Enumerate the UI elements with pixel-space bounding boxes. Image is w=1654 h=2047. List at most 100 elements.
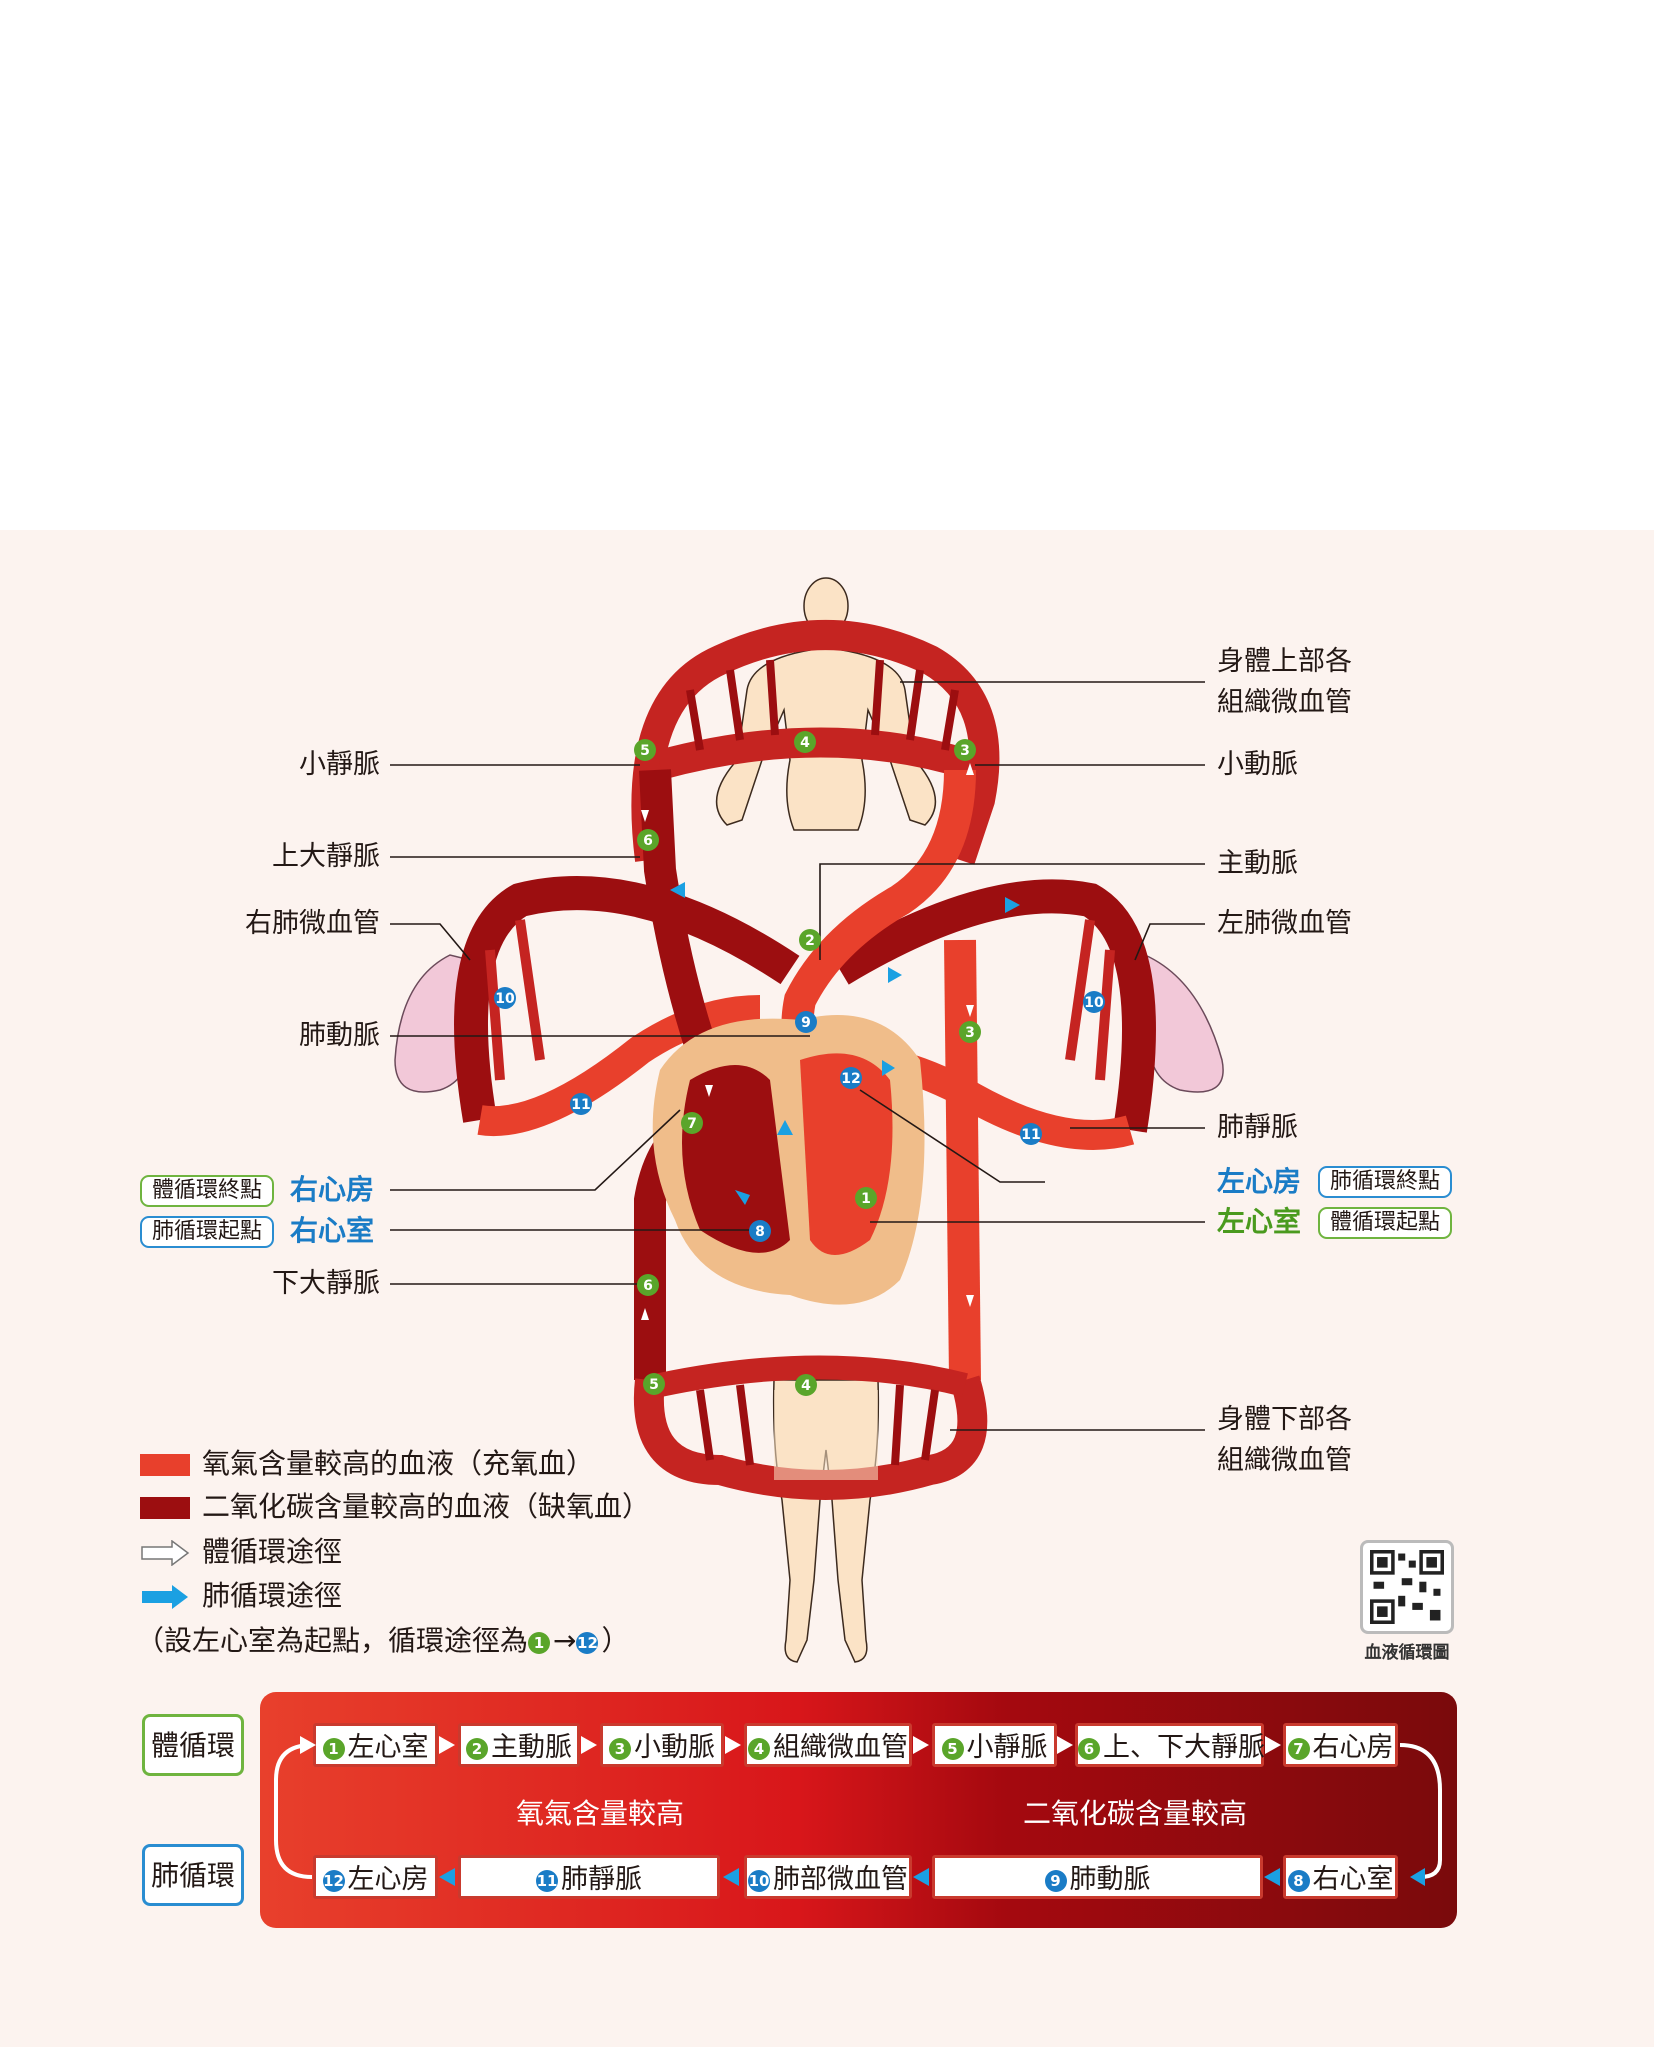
marker-2: 2 (799, 929, 821, 951)
svg-text:4: 4 (801, 1378, 811, 1394)
svg-text:8: 8 (755, 1224, 765, 1240)
step-number-icon: 9 (1044, 1870, 1067, 1892)
flow-arrow-icon (439, 1736, 455, 1754)
label-upper-capillary-line2: 組織微血管 (1217, 687, 1352, 718)
systemic-circulation-label: 體循環 (142, 1714, 244, 1776)
marker-3-upper: 3 (954, 739, 976, 761)
marker-11-left: 11 (1020, 1123, 1042, 1145)
step-number-icon: 2 (466, 1738, 488, 1760)
svg-text:7: 7 (687, 1116, 697, 1132)
step-label: 小靜脈 (966, 1732, 1048, 1763)
legend-oxygen-rich: 氧氣含量較高的血液（充氧血） (140, 1447, 594, 1481)
swatch-oxygen-rich (140, 1454, 190, 1476)
left-lung (1144, 953, 1224, 1093)
svg-text:4: 4 (800, 735, 810, 751)
marker-11-right: 11 (570, 1093, 592, 1115)
blue-arrow-icon (142, 1585, 188, 1609)
marker-6-upper: 6 (637, 829, 659, 851)
step-label: 左心室 (347, 1732, 429, 1763)
marker-icon-1: 1 (528, 1632, 551, 1654)
pulmonary-arrows (670, 882, 1020, 1205)
svg-text:5: 5 (649, 1377, 659, 1393)
label-right-ventricle: 右心室 (290, 1214, 375, 1247)
leader-lines (390, 681, 1205, 1431)
tag-pulmonary-end: 肺循環終點 (1318, 1166, 1453, 1198)
flow-arrow-icon (723, 1868, 739, 1886)
qr-caption: 血液循環圖 (1364, 1643, 1450, 1663)
svg-text:2: 2 (805, 933, 815, 949)
flow-arrow-icon (1264, 1868, 1280, 1886)
step-number-icon: 11 (536, 1870, 558, 1892)
flow-arrow-icon (1264, 1736, 1281, 1754)
step-label: 右心房 (1312, 1732, 1394, 1763)
svg-text:11: 11 (1021, 1127, 1040, 1143)
label-pulmonary-artery: 肺動脈 (299, 1020, 380, 1051)
label-superior-vena-cava: 上大靜脈 (272, 841, 380, 872)
marker-10-right: 10 (494, 987, 516, 1009)
svg-text:6: 6 (643, 833, 653, 849)
marker-4-lower: 4 (795, 1374, 817, 1396)
svg-text:12: 12 (841, 1071, 860, 1087)
label-left-atrium: 左心房 (1217, 1165, 1302, 1198)
step-label: 左心房 (347, 1864, 429, 1895)
label-right-lung-capillary: 右肺微血管 (245, 908, 380, 939)
label-left-ventricle: 左心室 (1217, 1205, 1302, 1238)
marker-1: 1 (855, 1187, 877, 1209)
flow-arrow-icon (1057, 1736, 1073, 1754)
svg-text:10: 10 (495, 991, 515, 1007)
step-number-icon: 8 (1287, 1870, 1310, 1892)
systemic-arrows (641, 763, 974, 1320)
label-upper-capillary-line1: 身體上部各 (1217, 646, 1352, 677)
flow-arrow-icon (913, 1736, 929, 1754)
tag-pulmonary-start: 肺循環起點 (140, 1216, 275, 1248)
step-number-icon: 3 (609, 1738, 631, 1760)
label-pulmonary-vein: 肺靜脈 (1217, 1112, 1298, 1143)
legend-pulmonary-path: 肺循環途徑 (140, 1579, 342, 1613)
step-number-icon: 5 (941, 1738, 964, 1760)
svg-text:6: 6 (643, 1278, 653, 1294)
lower-body-overlay (774, 1390, 878, 1480)
step-markers: 5 4 3 6 2 10 10 9 3 12 11 11 7 1 8 6 5 4 (494, 731, 1105, 1396)
step-number-icon: 7 (1287, 1738, 1310, 1760)
marker-6-lower: 6 (637, 1274, 659, 1296)
label-small-artery: 小動脈 (1217, 749, 1298, 780)
flow-arrow-icon (725, 1736, 741, 1754)
qr-pattern-icon (1370, 1550, 1444, 1624)
white-arrow-icon (141, 1539, 190, 1567)
marker-8: 8 (749, 1220, 771, 1242)
pulmonary-circulation-label: 肺循環 (142, 1844, 244, 1906)
marker-5-upper: 5 (634, 739, 656, 761)
marker-3-lower: 3 (959, 1021, 981, 1043)
label-inferior-vena-cava: 下大靜脈 (272, 1268, 380, 1299)
label-aorta: 主動脈 (1217, 848, 1298, 879)
heart (652, 1015, 925, 1305)
svg-text:3: 3 (965, 1025, 975, 1041)
flow-arrow-icon (913, 1868, 929, 1886)
step-number-icon: 10 (748, 1870, 770, 1892)
qr-code[interactable] (1360, 1540, 1454, 1634)
flow-oxygen-high: 氧氣含量較高 (515, 1797, 684, 1830)
label-right-atrium: 右心房 (290, 1173, 375, 1206)
step-label: 主動脈 (491, 1732, 572, 1763)
upper-capillary-network (631, 620, 1000, 865)
svg-text:5: 5 (640, 743, 650, 759)
swatch-co2-rich (140, 1497, 190, 1519)
svg-text:9: 9 (801, 1015, 811, 1031)
label-left-lung-capillary: 左肺微血管 (1217, 908, 1352, 939)
flow-arrow-icon (439, 1868, 455, 1886)
step-label: 肺部微血管 (773, 1864, 908, 1895)
svg-text:3: 3 (960, 743, 970, 759)
label-lower-capillary-line2: 組織微血管 (1217, 1445, 1352, 1476)
step-label: 肺靜脈 (561, 1864, 642, 1895)
svg-text:11: 11 (571, 1097, 590, 1113)
step-label: 肺動脈 (1069, 1864, 1151, 1895)
